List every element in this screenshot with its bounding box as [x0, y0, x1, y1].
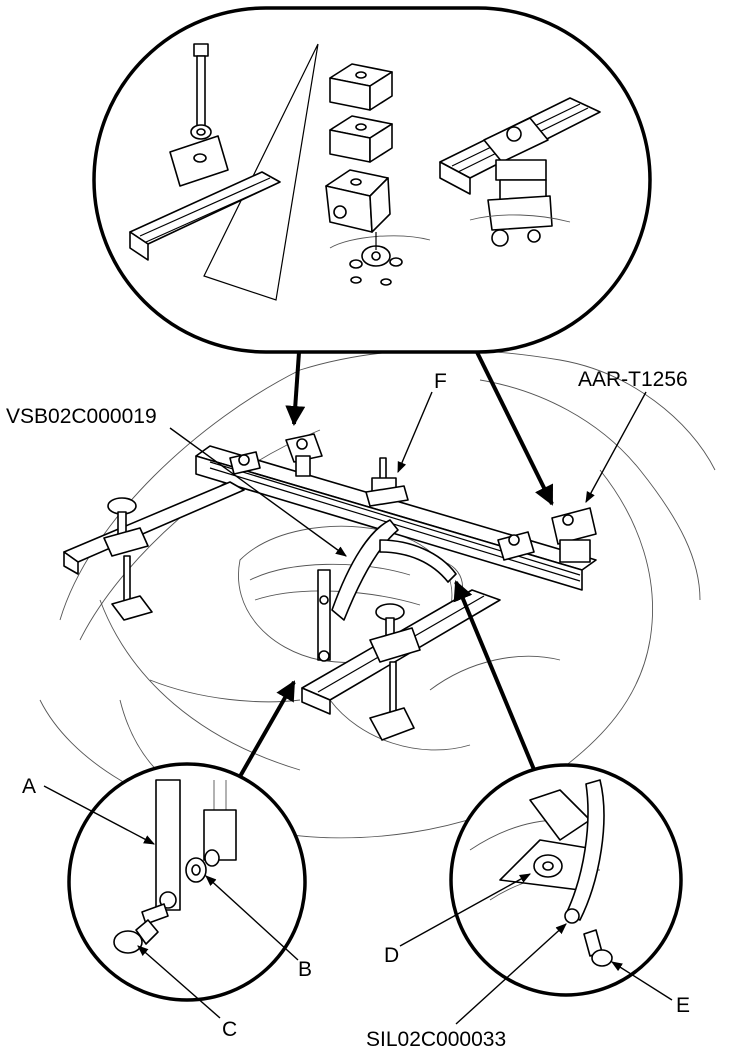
center-hook — [365, 457, 409, 507]
right-hanger-bracket — [497, 507, 597, 563]
detail-arrows — [236, 337, 554, 781]
washer-b — [185, 849, 220, 883]
top-detail-inset — [92, 6, 652, 354]
label-b: B — [298, 958, 312, 981]
label-a: A — [22, 775, 36, 798]
bottom-right-detail-inset — [449, 763, 683, 997]
left-hanger-bracket — [229, 433, 323, 477]
label-e: E — [676, 994, 690, 1017]
bottom-left-detail-inset — [67, 762, 307, 1002]
label-aar-t1256: AAR-T1256 — [578, 368, 688, 391]
engine-support-hanger — [63, 433, 597, 741]
callout-labels: VSB02C000019 AAR-T1256 F A B C D E SIL02… — [6, 368, 690, 1051]
label-c: C — [222, 1018, 237, 1041]
right-support-leg — [369, 603, 421, 741]
inset-mount-studs — [329, 232, 431, 286]
inset-spacer-blocks — [325, 63, 393, 233]
label-sil02c000033: SIL02C000033 — [366, 1028, 506, 1051]
label-vsb02c000019: VSB02C000019 — [6, 405, 157, 428]
label-d: D — [384, 944, 399, 967]
inset-assembled-view — [439, 97, 601, 247]
bolt-c — [113, 903, 169, 954]
leader-lines — [43, 391, 673, 1025]
arm-a — [155, 779, 181, 911]
left-support-leg — [103, 497, 153, 621]
hanger-arm — [317, 519, 457, 662]
inset-bolt — [190, 43, 212, 140]
bolt-e — [583, 929, 613, 967]
inset-beam-rail — [129, 135, 281, 261]
label-f: F — [434, 370, 447, 393]
arm-end — [564, 779, 605, 924]
mount-hole-d — [533, 854, 563, 878]
